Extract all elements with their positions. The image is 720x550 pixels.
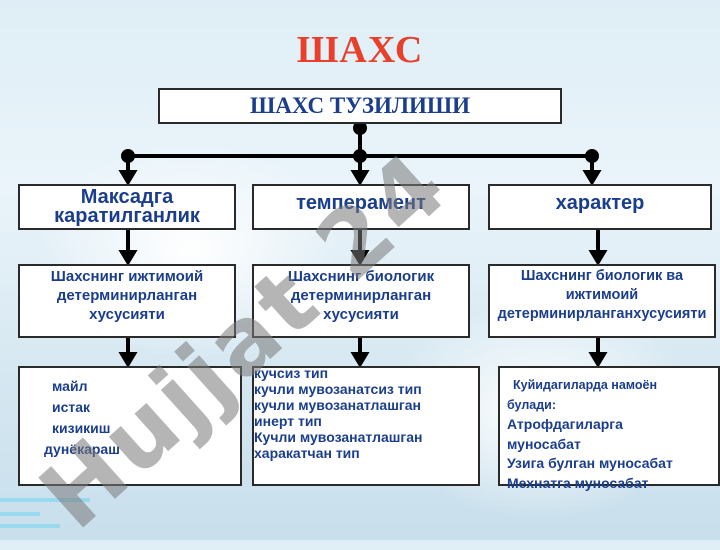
background-stripe [0,524,60,528]
heading-line: Максадга [80,186,174,208]
background-stripe [0,512,40,516]
description-biosocial: Шахснинг биологик ва ижтимоий детерминир… [488,264,716,338]
items-purposefulness: майл истак кизикиш дунёкараш [18,366,242,486]
heading-line: темперамент [296,192,426,214]
heading-purposefulness: Максадга каратилганлик [18,184,236,230]
heading-temperament: темперамент [252,184,470,230]
list-item: кучсиз тип [254,365,329,381]
list-item: булади: [507,397,557,412]
list-item: Мехнатга муносабат [507,474,649,491]
list-item: Узига булган муносабат [507,455,673,471]
list-item: майл [52,378,88,394]
description-social: Шахснинг ижтимоий детерминирланган хусус… [18,264,236,338]
description-line: хусусияти [323,306,399,323]
description-biological: Шахснинг биологик детерминирланган хусус… [252,264,470,338]
list-item: Атрофдагиларга [507,416,623,432]
list-item: Кучли мувозанатлашган [254,429,423,445]
description-line: детерминирланганхусусияти [497,306,707,322]
description-line: Шахснинг биологик ва [520,268,684,284]
description-line: хусусияти [89,306,165,323]
heading-character: характер [488,184,712,230]
heading-line: характер [555,192,645,214]
list-item: дунёкараш [44,441,120,457]
list-item: муносабат [507,435,581,452]
root-node: ШАХС ТУЗИЛИШИ [158,88,562,124]
list-item: инерт тип [254,413,322,429]
description-line: Шахснинг биологик [287,268,435,285]
items-character: Куйидагиларда намоён булади: Атрофдагила… [498,366,720,491]
description-line: детерминирланган [56,287,198,304]
description-line: ижтимоий [565,287,639,303]
list-item: истак [52,399,91,415]
list-item: кучли мувозанатлашган [254,397,421,413]
items-temperament: кучсиз тип кучли мувозанатсиз тип кучли … [252,365,480,486]
description-line: детерминирланган [290,287,432,304]
list-item: Куйидагиларда намоён [513,378,658,392]
list-item: кучли мувозанатсиз тип [254,381,422,397]
diagram-title: ШАХС [296,29,424,71]
heading-line: каратилганлик [54,205,200,227]
background-stripe [0,498,90,502]
list-item: кизикиш [52,420,111,436]
description-line: Шахснинг ижтимоий [50,268,204,285]
list-item: харакатчан тип [254,445,360,461]
